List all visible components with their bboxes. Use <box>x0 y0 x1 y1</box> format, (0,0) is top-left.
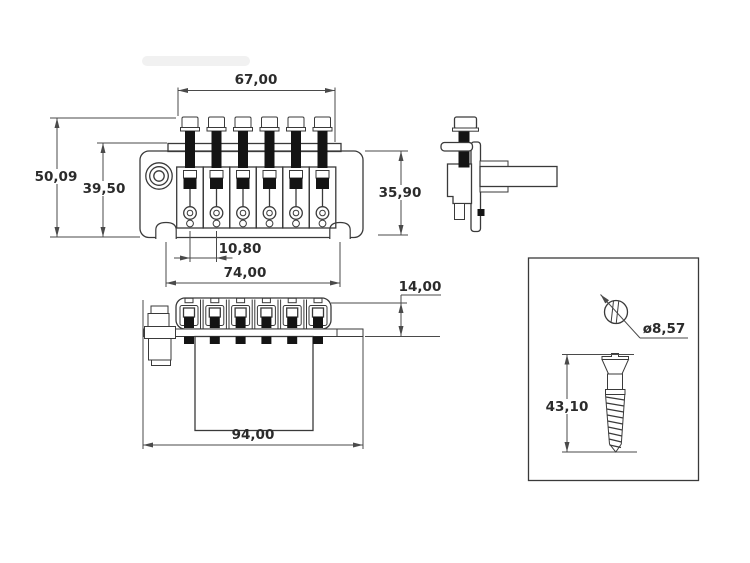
dim-overall-length: 94,00 <box>142 300 364 449</box>
front-view <box>139 116 364 240</box>
side-plate <box>470 141 482 233</box>
screw-threads <box>605 396 625 449</box>
side-foot <box>454 203 465 220</box>
mount-notch-left <box>155 221 177 240</box>
wood-screw-side-view <box>601 353 630 453</box>
dim-label-screw-span: 67,00 <box>235 72 278 88</box>
side-arm-block <box>479 165 558 188</box>
dim-mount-span: 74,00 <box>165 242 341 287</box>
dim-label-head-diameter: ø8,57 <box>643 321 686 337</box>
side-screw-head <box>453 116 478 130</box>
side-body-block <box>446 163 473 205</box>
dim-label-side-height: 35,90 <box>379 185 422 201</box>
dim-label-overall-length: 94,00 <box>232 427 275 443</box>
detail-box-frame <box>527 257 700 482</box>
mounting-plate <box>143 328 364 337</box>
dim-screw-span: 67,00 <box>177 72 336 142</box>
dim-label-plate-offset: 14,00 <box>399 279 442 295</box>
cover-cell-separators <box>200 299 307 329</box>
dim-string-pitch: 10,80 <box>174 231 261 262</box>
front-base-plate <box>139 150 364 240</box>
dim-label-string-pitch: 10,80 <box>219 241 262 257</box>
dim-side-height: 35,90 <box>365 150 424 236</box>
dim-plate-offset: 14,00 <box>331 279 441 337</box>
dim-label-screw-length: 43,10 <box>546 399 589 415</box>
side-clamp-arm <box>440 141 474 152</box>
screw-detail <box>527 257 700 482</box>
side-view <box>440 116 558 233</box>
dim-label-mount-span: 74,00 <box>224 265 267 281</box>
tremolo-block <box>194 335 314 432</box>
dim-label-plate-height: 39,50 <box>83 181 126 197</box>
dim-plate-height: 39,50 <box>81 142 167 237</box>
pivot-boss <box>153 170 165 182</box>
mount-notch-right <box>329 221 351 240</box>
dim-head-diameter: ø8,57 <box>600 294 688 339</box>
string-lock-bar <box>167 142 342 153</box>
saddle-cover <box>175 297 332 330</box>
scan-smudge <box>142 56 250 66</box>
dim-label-overall-height: 50,09 <box>35 169 78 185</box>
dim-screw-length: 43,10 <box>544 354 637 453</box>
dim-overall-height: 50,09 <box>33 117 176 238</box>
bottom-view <box>143 297 364 432</box>
dimension-annotations: 67,00 50,09 39,50 10,80 <box>33 72 688 453</box>
arm-socket-knob <box>144 305 176 366</box>
